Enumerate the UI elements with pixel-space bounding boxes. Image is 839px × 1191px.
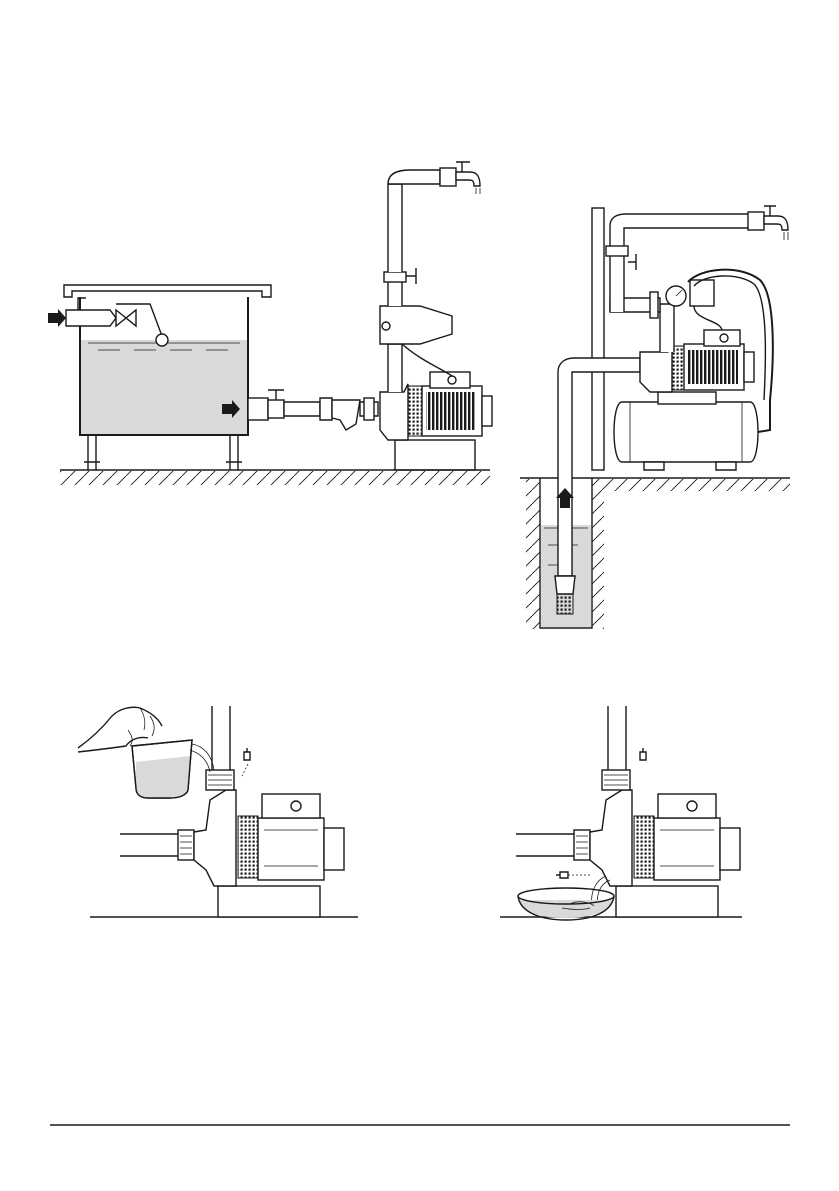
suction-pipe-3 <box>120 834 178 856</box>
vessel-feet <box>644 462 736 470</box>
suction-union-3 <box>178 830 194 860</box>
pressure-controller <box>380 306 452 344</box>
well-terminal-screw <box>720 334 728 342</box>
suction-union-4 <box>574 830 590 860</box>
pump-mount <box>658 392 716 404</box>
arm-upper-contour <box>78 707 162 748</box>
controller-cable <box>402 344 452 376</box>
float-valve-body <box>66 310 116 326</box>
tank-legs <box>88 435 238 470</box>
pressure-switch <box>690 280 714 306</box>
suction-pipe-1 <box>284 402 320 416</box>
motor-cap-4 <box>720 828 740 870</box>
gate-valve <box>268 400 284 418</box>
pump-fan-grille <box>408 386 422 436</box>
drain-plug-icon <box>556 872 568 878</box>
suction-pipe-4 <box>516 834 574 856</box>
pump-casing-4 <box>590 790 632 886</box>
switch-cable <box>694 306 722 330</box>
pump-base-4 <box>616 886 718 917</box>
tank-water <box>80 340 248 435</box>
terminal-screw <box>448 376 456 384</box>
priming-fill-figure <box>78 706 358 917</box>
priming-plug-icon-4 <box>640 748 646 760</box>
well-installation-figure <box>520 206 790 629</box>
motor-body-3 <box>258 818 324 880</box>
delivery-pipe-mid <box>388 280 402 306</box>
motor-end-cap <box>482 396 492 426</box>
delivery-pipe-lower <box>388 344 402 392</box>
tank-installation-figure <box>48 162 492 485</box>
tank-outlet-fitting <box>248 398 268 420</box>
delivery-pipe-4 <box>608 706 626 770</box>
ground-hatch <box>60 471 490 485</box>
tap-fitting <box>440 168 456 186</box>
float-ball <box>156 334 168 346</box>
pressure-vessel <box>614 402 758 462</box>
pump-casing <box>380 384 408 440</box>
pipe-union <box>320 398 332 420</box>
suction-union <box>364 398 374 420</box>
tap-drip <box>476 188 480 194</box>
pump-plinth <box>395 440 475 470</box>
tap-handle <box>456 162 470 172</box>
well-hatch-left <box>526 479 540 629</box>
pump-grille-3 <box>238 816 258 878</box>
motor-fins <box>426 392 476 430</box>
terminal-screw-3 <box>291 801 301 811</box>
well-motor-cap <box>744 352 754 382</box>
terminal-screw-4 <box>687 801 697 811</box>
well-pipe-union-1 <box>606 246 628 256</box>
tank-lid <box>64 285 271 297</box>
foot-valve <box>555 576 575 594</box>
priming-drain-figure <box>500 706 742 920</box>
pump-casing-3 <box>194 790 236 886</box>
jug-water <box>136 756 190 798</box>
delivery-pipe-upper <box>388 184 402 272</box>
well-delivery-riser <box>660 304 674 352</box>
delivery-elbow <box>388 170 440 184</box>
delivery-valve <box>406 268 416 284</box>
gate-valve-handle <box>268 390 284 400</box>
delivery-pipe-3 <box>212 706 230 770</box>
pouring-stream <box>192 744 214 770</box>
pump-grille-4 <box>634 816 654 878</box>
plug-direction <box>242 764 248 776</box>
well-hatch-right <box>592 479 604 629</box>
priming-plug-icon <box>244 748 250 760</box>
well-tap-handle <box>764 206 776 216</box>
well-tap-fitting <box>748 212 764 230</box>
delivery-union <box>384 272 406 282</box>
motor-cap-3 <box>324 828 344 870</box>
inlet-arrow-icon <box>48 309 66 327</box>
pump-base-3 <box>218 886 320 917</box>
controller-indicator <box>382 322 390 330</box>
ground-hatch-2 <box>604 479 790 491</box>
wall <box>592 208 604 470</box>
well-pump-grille <box>672 346 684 390</box>
check-valve <box>332 400 360 430</box>
well-motor-fins <box>688 350 738 384</box>
motor-body-4 <box>654 818 720 880</box>
well-delivery-valve <box>628 254 636 270</box>
tap-spout <box>456 172 480 186</box>
float-valve-seat <box>116 310 136 326</box>
well-delivery-union <box>650 292 658 318</box>
foot-strainer <box>557 594 573 614</box>
well-tap-spout <box>764 216 788 230</box>
well-tap-drip <box>784 232 788 240</box>
